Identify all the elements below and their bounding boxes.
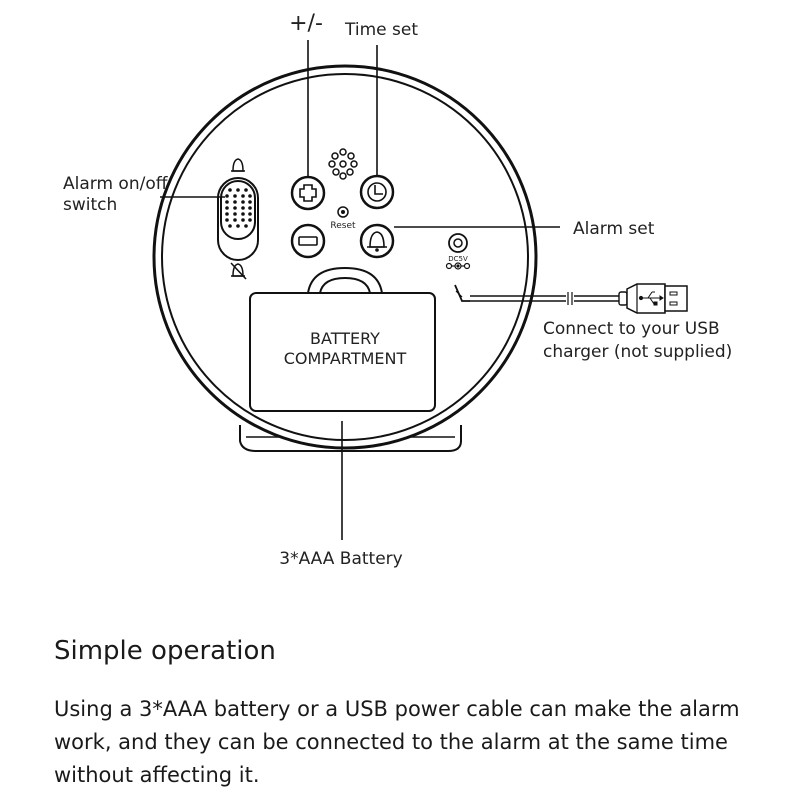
callout-lines bbox=[160, 40, 560, 540]
grip-dot bbox=[241, 200, 245, 204]
usb-plug-icon bbox=[618, 283, 688, 314]
plus-button[interactable] bbox=[290, 175, 326, 211]
grip-dot bbox=[248, 206, 252, 210]
grip-dot bbox=[236, 188, 240, 192]
reset-label: Reset bbox=[330, 221, 356, 231]
grip-dot bbox=[233, 194, 237, 198]
alarm-off-bell-icon bbox=[230, 262, 247, 280]
grip-dot bbox=[233, 206, 237, 210]
grip-dot bbox=[225, 206, 229, 210]
usb-symbol bbox=[638, 291, 664, 306]
grip-dot bbox=[228, 224, 232, 228]
battery-label-line2: COMPARTMENT bbox=[284, 349, 407, 368]
grip-dot bbox=[233, 218, 237, 222]
alarm-on-bell-icon bbox=[231, 158, 245, 172]
time-set-label: Time set bbox=[344, 20, 418, 40]
battery-compartment: BATTERY COMPARTMENT bbox=[249, 266, 436, 412]
grip-dot bbox=[233, 212, 237, 216]
alarm-switch[interactable] bbox=[217, 177, 259, 261]
bell-icon bbox=[367, 231, 387, 252]
grip-dot bbox=[236, 224, 240, 228]
usb-label-line2: charger (not supplied) bbox=[543, 342, 732, 362]
plus-minus-label: +/- bbox=[289, 11, 323, 36]
dc5v-label: DC5V bbox=[448, 255, 468, 263]
grip-dot bbox=[248, 218, 252, 222]
grip-dot bbox=[244, 224, 248, 228]
grip-dot bbox=[241, 218, 245, 222]
grip-dot bbox=[225, 212, 229, 216]
grip-dot bbox=[241, 194, 245, 198]
alarm-set-label: Alarm set bbox=[573, 219, 655, 239]
battery-type-label: 3*AAA Battery bbox=[279, 549, 402, 569]
speaker-grille-icon bbox=[328, 148, 358, 180]
alarm-set-button[interactable] bbox=[359, 223, 395, 259]
grip-dot bbox=[233, 200, 237, 204]
plus-icon bbox=[299, 184, 317, 202]
reset-button[interactable] bbox=[337, 206, 349, 218]
polarity-icon bbox=[445, 262, 471, 270]
dc-jack: DC5V bbox=[445, 233, 471, 270]
clock-stand bbox=[239, 425, 462, 452]
minus-button[interactable] bbox=[290, 223, 326, 259]
grip-dot bbox=[241, 212, 245, 216]
grip-dot bbox=[225, 194, 229, 198]
alarm-switch-label-line2: switch bbox=[63, 195, 117, 215]
alarm-clock-back-diagram: BATTERY COMPARTMENT bbox=[63, 11, 732, 569]
usb-cable bbox=[454, 284, 619, 305]
grip-dot bbox=[225, 218, 229, 222]
grip-dot bbox=[244, 188, 248, 192]
time-set-button[interactable] bbox=[359, 174, 395, 210]
grip-dot bbox=[248, 194, 252, 198]
alarm-switch-label-line1: Alarm on/off bbox=[63, 174, 169, 194]
grip-dot bbox=[248, 200, 252, 204]
clock-icon bbox=[367, 182, 387, 202]
grip-dot bbox=[248, 212, 252, 216]
grip-dot bbox=[228, 188, 232, 192]
section-description: Using a 3*AAA battery or a USB power cab… bbox=[54, 697, 740, 787]
usb-label-line1: Connect to your USB bbox=[543, 319, 720, 339]
minus-icon bbox=[298, 236, 318, 246]
switch-grip-dots bbox=[225, 188, 252, 228]
section-heading: Simple operation bbox=[54, 636, 276, 666]
battery-label-line1: BATTERY bbox=[310, 329, 380, 348]
grip-dot bbox=[241, 206, 245, 210]
grip-dot bbox=[225, 200, 229, 204]
